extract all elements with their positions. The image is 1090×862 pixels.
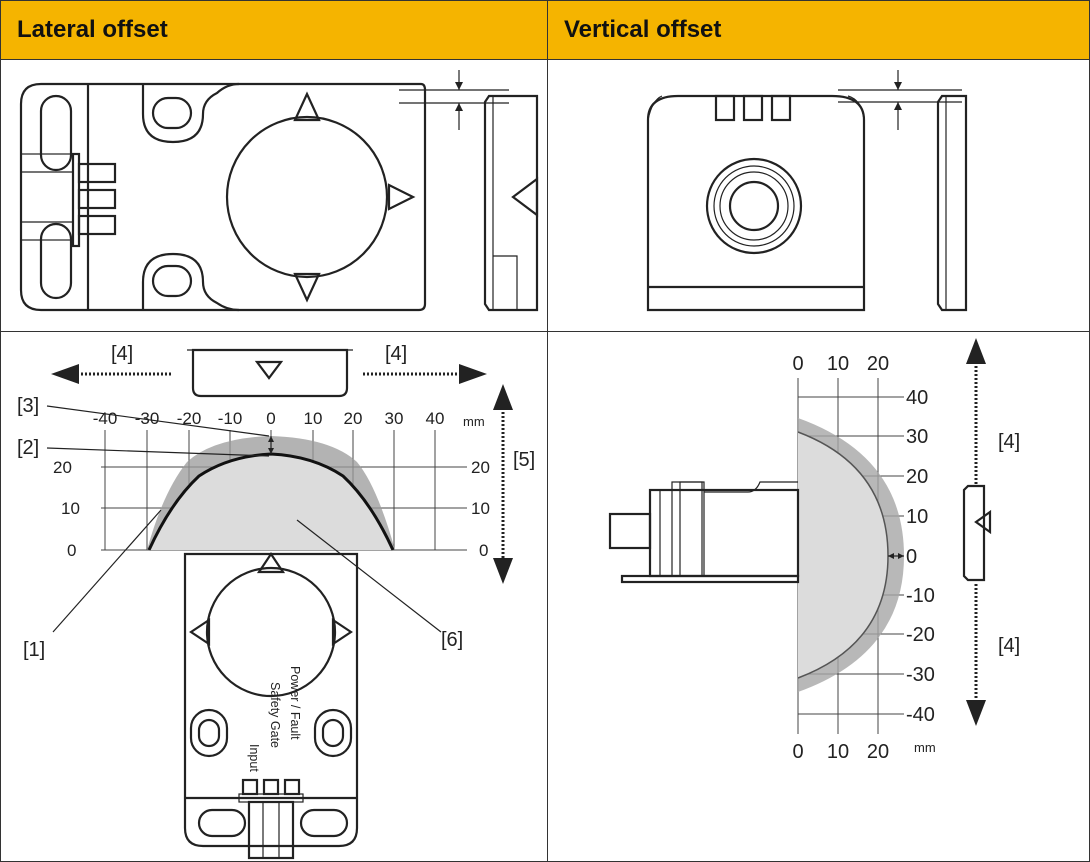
left-arrow-head (51, 364, 79, 384)
y-tick-left: 10 (61, 499, 80, 518)
x-axis-ticks: -40 -30 -20 -10 0 10 20 30 40 mm (93, 409, 485, 429)
y-axis-ticks: 40 30 20 10 0 -10 -20 -30 -40 (906, 387, 935, 726)
label-power-fault: Power / Fault (288, 666, 302, 740)
x-tick: -10 (218, 409, 243, 428)
lateral-sensor-drawing (19, 70, 539, 312)
x-tick: 20 (344, 409, 363, 428)
callout-5: [5] (513, 449, 535, 471)
bottom-tick: 0 (792, 741, 803, 763)
y-unit: mm (914, 740, 936, 755)
bottom-tick: 10 (827, 741, 849, 763)
label-input: Input (247, 744, 261, 772)
top-tick: 20 (867, 353, 889, 375)
x-tick: -20 (177, 409, 202, 428)
header-lateral-label: Lateral offset (17, 16, 168, 43)
vertical-sensor-drawing (646, 70, 968, 312)
header-vertical-offset: Vertical offset (547, 0, 1090, 60)
y-tick: -20 (906, 624, 935, 646)
y-tick-right: 10 (471, 499, 490, 518)
safe-switch-zone (149, 454, 393, 550)
vertical-offset-chart: [4] [4] 0 10 20 0 10 20 mm 40 30 20 10 0… (608, 338, 1020, 763)
vertical-sensor-drawing-cell (547, 59, 1090, 332)
callout-2: [2] (17, 437, 39, 459)
x-tick: 40 (426, 409, 445, 428)
sensor-side-view (608, 481, 800, 584)
y-tick: 20 (906, 466, 928, 488)
lateral-offset-chart: [4] [4] [5] (17, 343, 535, 860)
lateral-offset-chart-cell: [4] [4] [5] (0, 331, 548, 862)
y-tick: 30 (906, 426, 928, 448)
callout-6: [6] (441, 629, 463, 651)
callout-4-lower: [4] (998, 635, 1020, 657)
actuator-drawing (962, 484, 986, 582)
top-tick: 0 (792, 353, 803, 375)
y-tick-right: 20 (471, 458, 490, 477)
x-tick: 10 (304, 409, 323, 428)
safe-switch-zone (798, 432, 888, 678)
y-tick: 40 (906, 387, 928, 409)
callout-1: [1] (23, 639, 45, 661)
sensor-top-view (183, 552, 359, 860)
label-safety-gate: Safety Gate (268, 682, 282, 748)
y-tick: 0 (906, 546, 917, 568)
bottom-tick: 20 (867, 741, 889, 763)
y-tick-left: 0 (67, 541, 76, 560)
actuator-drawing (191, 348, 349, 398)
x-tick: -40 (93, 409, 118, 428)
y-tick: -30 (906, 664, 935, 686)
lateral-sensor-drawing-cell (0, 59, 548, 332)
callout-4-right: [4] (385, 343, 407, 365)
header-vertical-label: Vertical offset (564, 16, 722, 43)
y-tick-right: 0 (479, 541, 488, 560)
callout-4-upper: [4] (998, 431, 1020, 453)
callout-3: [3] (17, 395, 39, 417)
y-tick: -40 (906, 704, 935, 726)
x-tick: -30 (135, 409, 160, 428)
x-tick: 0 (266, 409, 275, 428)
x-tick: 30 (385, 409, 404, 428)
x-unit: mm (463, 414, 485, 429)
right-arrow-head (459, 364, 487, 384)
y-tick-left: 20 (53, 458, 72, 477)
callout-4-left: [4] (111, 343, 133, 365)
vertical-offset-chart-cell: [4] [4] 0 10 20 0 10 20 mm 40 30 20 10 0… (547, 331, 1090, 862)
top-tick: 10 (827, 353, 849, 375)
y-tick: -10 (906, 585, 935, 607)
header-lateral-offset: Lateral offset (0, 0, 548, 60)
y-tick: 10 (906, 506, 928, 528)
